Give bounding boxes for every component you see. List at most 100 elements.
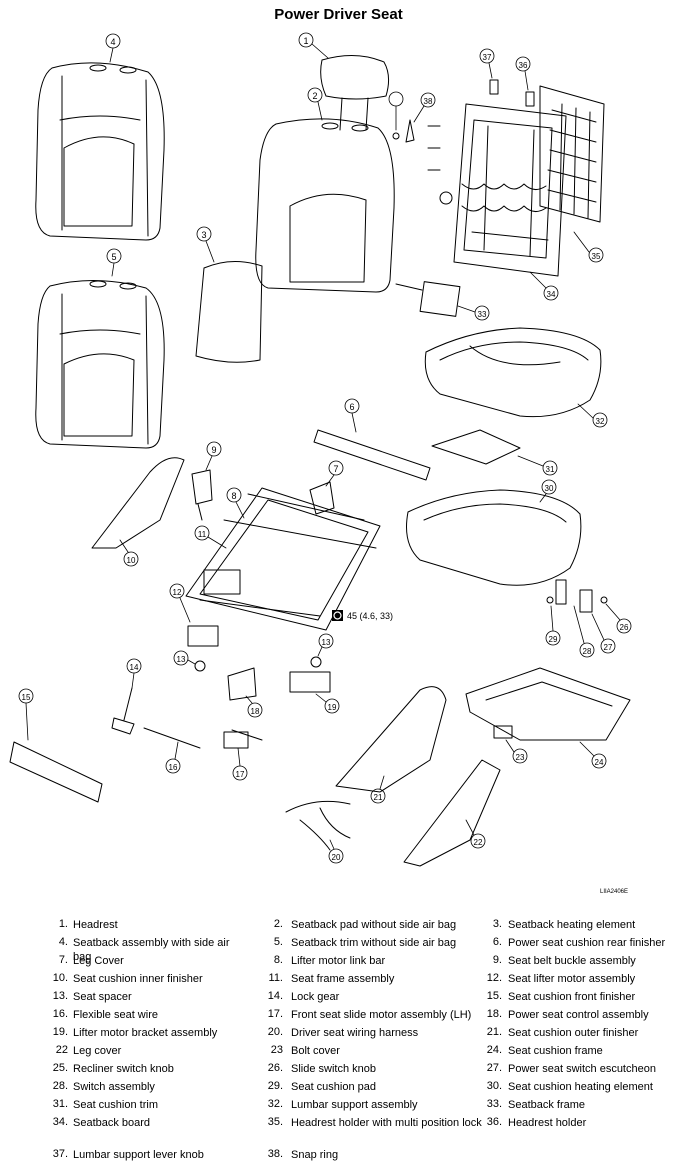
legend-description: Seat cushion trim	[73, 1099, 158, 1111]
exploded-parts-diagram: 4 1 2 3 5 37 36 38 35 34 33 32 6 31 7 9 …	[9, 32, 632, 867]
callout-8: 8	[226, 487, 245, 519]
callout-label: 11	[198, 530, 207, 539]
legend-description: Lifter motor link bar	[291, 955, 386, 967]
callout-label: 22	[474, 838, 483, 847]
legend-description: Headrest holder with multi position lock	[291, 1117, 482, 1129]
legend-description: Power seat control assembly	[508, 1009, 649, 1021]
callout-24: 24	[579, 741, 607, 769]
part-lock-gear	[111, 687, 135, 735]
legend-number: 24.	[486, 1044, 502, 1056]
callout-label: 19	[328, 703, 337, 712]
legend-description: Switch assembly	[73, 1081, 155, 1093]
legend-number: 7.	[58, 954, 68, 966]
part-leg-cover-small	[309, 481, 335, 515]
callout-13b: 13	[317, 633, 334, 657]
callout-label: 8	[231, 491, 236, 501]
callout-label: 20	[332, 853, 341, 862]
callout-label: 32	[596, 417, 605, 426]
callout-38	[388, 91, 404, 131]
callout-33: 34	[529, 271, 559, 301]
legend-number: 35.	[267, 1116, 283, 1128]
callout-10: 10	[119, 539, 139, 567]
callout-label: 31	[546, 465, 555, 474]
callout-21: 21	[370, 775, 386, 804]
part-cushion-frame	[465, 667, 631, 741]
callout-15: 15	[18, 688, 34, 741]
legend-description: Seatback frame	[508, 1099, 586, 1111]
legend-number: 20.	[267, 1026, 283, 1038]
legend-number: 37.	[52, 1148, 68, 1160]
callout-label: 18	[251, 707, 260, 716]
part-seat-cushion-pad	[406, 489, 582, 586]
callout-label: 34	[547, 290, 556, 299]
callout-26: 27	[591, 613, 616, 654]
callout-label: 13	[177, 655, 186, 664]
legend-description: Leg cover	[73, 1045, 122, 1057]
part-seatback-board	[539, 85, 605, 223]
legend-description: Seatback pad without side air bag	[291, 919, 457, 931]
legend-number: 28.	[52, 1080, 68, 1092]
legend-description: Flexible seat wire	[73, 1009, 158, 1021]
legend-description: Seatback board	[73, 1117, 151, 1129]
legend-number: 32.	[267, 1098, 283, 1110]
callout-29: 30	[539, 479, 557, 503]
legend-description: Lifter motor bracket assembly	[73, 1027, 218, 1039]
callout-30: 31	[517, 455, 558, 476]
legend-number: 25.	[52, 1062, 68, 1074]
part-rear-finisher	[313, 429, 431, 481]
legend-number: 8.	[273, 954, 283, 966]
legend-description: Seatback assembly with side air bag	[73, 937, 230, 963]
part-inner-finisher	[91, 457, 185, 549]
legend-description: Recliner switch knob	[73, 1063, 174, 1075]
legend-description: Lumbar support lever knob	[73, 1149, 204, 1161]
callout-label: 4	[110, 37, 115, 47]
part-seatback-pad	[255, 118, 395, 293]
callout-label: 17	[236, 770, 245, 779]
legend-number: 18.	[486, 1008, 502, 1020]
callout-14: 14	[126, 658, 142, 689]
callout-34: 35	[573, 231, 604, 263]
callout-1: 1	[298, 32, 329, 59]
legend-description: Leg Cover	[73, 955, 124, 967]
torque-spec-label: 45 (4.6, 33)	[347, 611, 393, 621]
callout-3: 3	[196, 226, 215, 263]
legend-number: 31.	[52, 1098, 68, 1110]
callout-27: 28	[573, 605, 595, 658]
callout-36: 37	[479, 48, 495, 79]
figure-code: LIIA2406E	[600, 889, 629, 895]
callout-label: 29	[549, 635, 558, 644]
part-motors	[187, 625, 331, 749]
legend-description: Seat belt buckle assembly	[508, 955, 636, 967]
legend-number: 3.	[492, 918, 502, 930]
legend-number: 6.	[492, 936, 502, 948]
torque-spec: 45 (4.6, 33)	[332, 610, 393, 621]
callout-label: 14	[130, 663, 139, 672]
callout-11: 11	[194, 525, 227, 549]
page-title: Power Driver Seat	[274, 6, 403, 23]
callout-label: 36	[519, 61, 528, 70]
callout-23: 23	[505, 739, 528, 764]
callout-label: 5	[111, 252, 116, 262]
callout-label: 27	[604, 643, 613, 652]
callout-label: 37	[483, 53, 492, 62]
legend-description: Seat spacer	[73, 991, 132, 1003]
callout-label: 1	[303, 36, 308, 46]
callout-label: 35	[592, 252, 601, 261]
legend-description: Front seat slide motor assembly (LH)	[291, 1009, 472, 1021]
legend-description: Seat lifter motor assembly	[508, 973, 636, 985]
legend-number: 15.	[486, 990, 502, 1002]
part-seat-cushion-trim	[424, 327, 602, 418]
part-wiring-harness	[285, 800, 351, 851]
legend-description: Driver seat wiring harness	[291, 1027, 419, 1039]
callout-label: 6	[349, 402, 354, 412]
legend-number: 33.	[486, 1098, 502, 1110]
callout-37: 38	[413, 92, 436, 123]
legend-number: 16.	[52, 1008, 68, 1020]
legend-number: 4.	[58, 936, 68, 948]
legend-number: 1.	[58, 918, 68, 930]
part-seat-frame-assembly	[185, 487, 381, 631]
part-front-finisher	[9, 741, 103, 803]
legend-number: 23	[270, 1044, 283, 1056]
callout-label: 26	[620, 623, 629, 632]
part-leg-cover	[403, 759, 501, 867]
